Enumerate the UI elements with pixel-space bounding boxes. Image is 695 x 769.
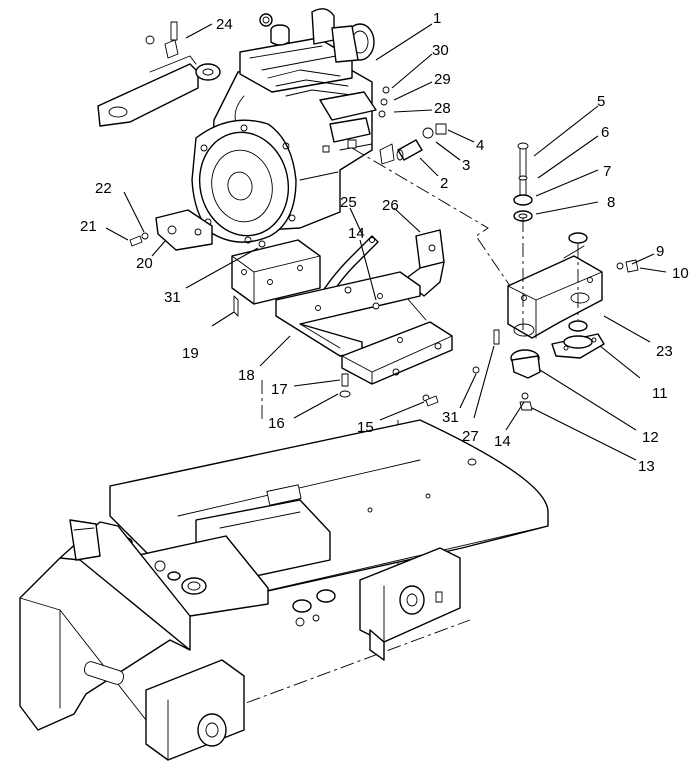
- callout-31-right: 31: [442, 409, 459, 426]
- mount-frame-18: [275, 271, 421, 357]
- callout-28: 28: [434, 100, 451, 117]
- engine-mount-bracket-left: [129, 209, 213, 251]
- callout-14-upper: 14: [348, 225, 365, 242]
- callout-26: 26: [382, 197, 399, 214]
- leader-lines: [105, 23, 667, 461]
- callout-10: 10: [672, 265, 689, 282]
- lower-isolator: [493, 329, 541, 411]
- callout-29: 29: [434, 71, 451, 88]
- mount-bracket-19: [231, 239, 321, 317]
- callout-30: 30: [432, 42, 449, 59]
- lift-bracket: [97, 21, 221, 127]
- stud-and-washers: [513, 142, 533, 222]
- callout-1: 1: [433, 10, 441, 27]
- callout-4: 4: [476, 137, 484, 154]
- callout-24: 24: [216, 16, 233, 33]
- callout-13: 13: [638, 458, 655, 475]
- callout-31-left: 31: [164, 289, 181, 306]
- bolt-9-10: [616, 259, 639, 273]
- callout-16: 16: [268, 415, 285, 432]
- callout-23: 23: [656, 343, 673, 360]
- callout-5: 5: [597, 93, 605, 110]
- callout-20: 20: [136, 255, 153, 272]
- callout-17: 17: [271, 381, 288, 398]
- callout-25: 25: [340, 194, 357, 211]
- callout-8: 8: [607, 194, 615, 211]
- callout-labels: 1 2 3 4 5 6 7 8 9 10 11 12 13 14 14 15 1…: [80, 10, 689, 475]
- callout-12: 12: [642, 429, 659, 446]
- callout-19: 19: [182, 345, 199, 362]
- bracket-26: [399, 229, 445, 321]
- bolt-16-17: [339, 373, 351, 398]
- fuel-fittings: [378, 86, 447, 165]
- callout-27: 27: [462, 428, 479, 445]
- rubber-isolator: [551, 232, 605, 359]
- callout-7: 7: [603, 163, 611, 180]
- callout-14-lower: 14: [494, 433, 511, 450]
- mount-plate-15: [341, 321, 480, 407]
- callout-3: 3: [462, 157, 470, 174]
- callout-22: 22: [95, 180, 112, 197]
- callout-6: 6: [601, 124, 609, 141]
- callout-15: 15: [357, 419, 374, 436]
- callout-2: 2: [440, 175, 448, 192]
- callout-21: 21: [80, 218, 97, 235]
- engine-mount-bracket-right: [507, 245, 603, 339]
- engine: [191, 8, 377, 244]
- callout-9: 9: [656, 243, 664, 260]
- chassis-frame: [19, 419, 549, 761]
- callout-11: 11: [652, 385, 668, 402]
- callout-18: 18: [238, 367, 255, 384]
